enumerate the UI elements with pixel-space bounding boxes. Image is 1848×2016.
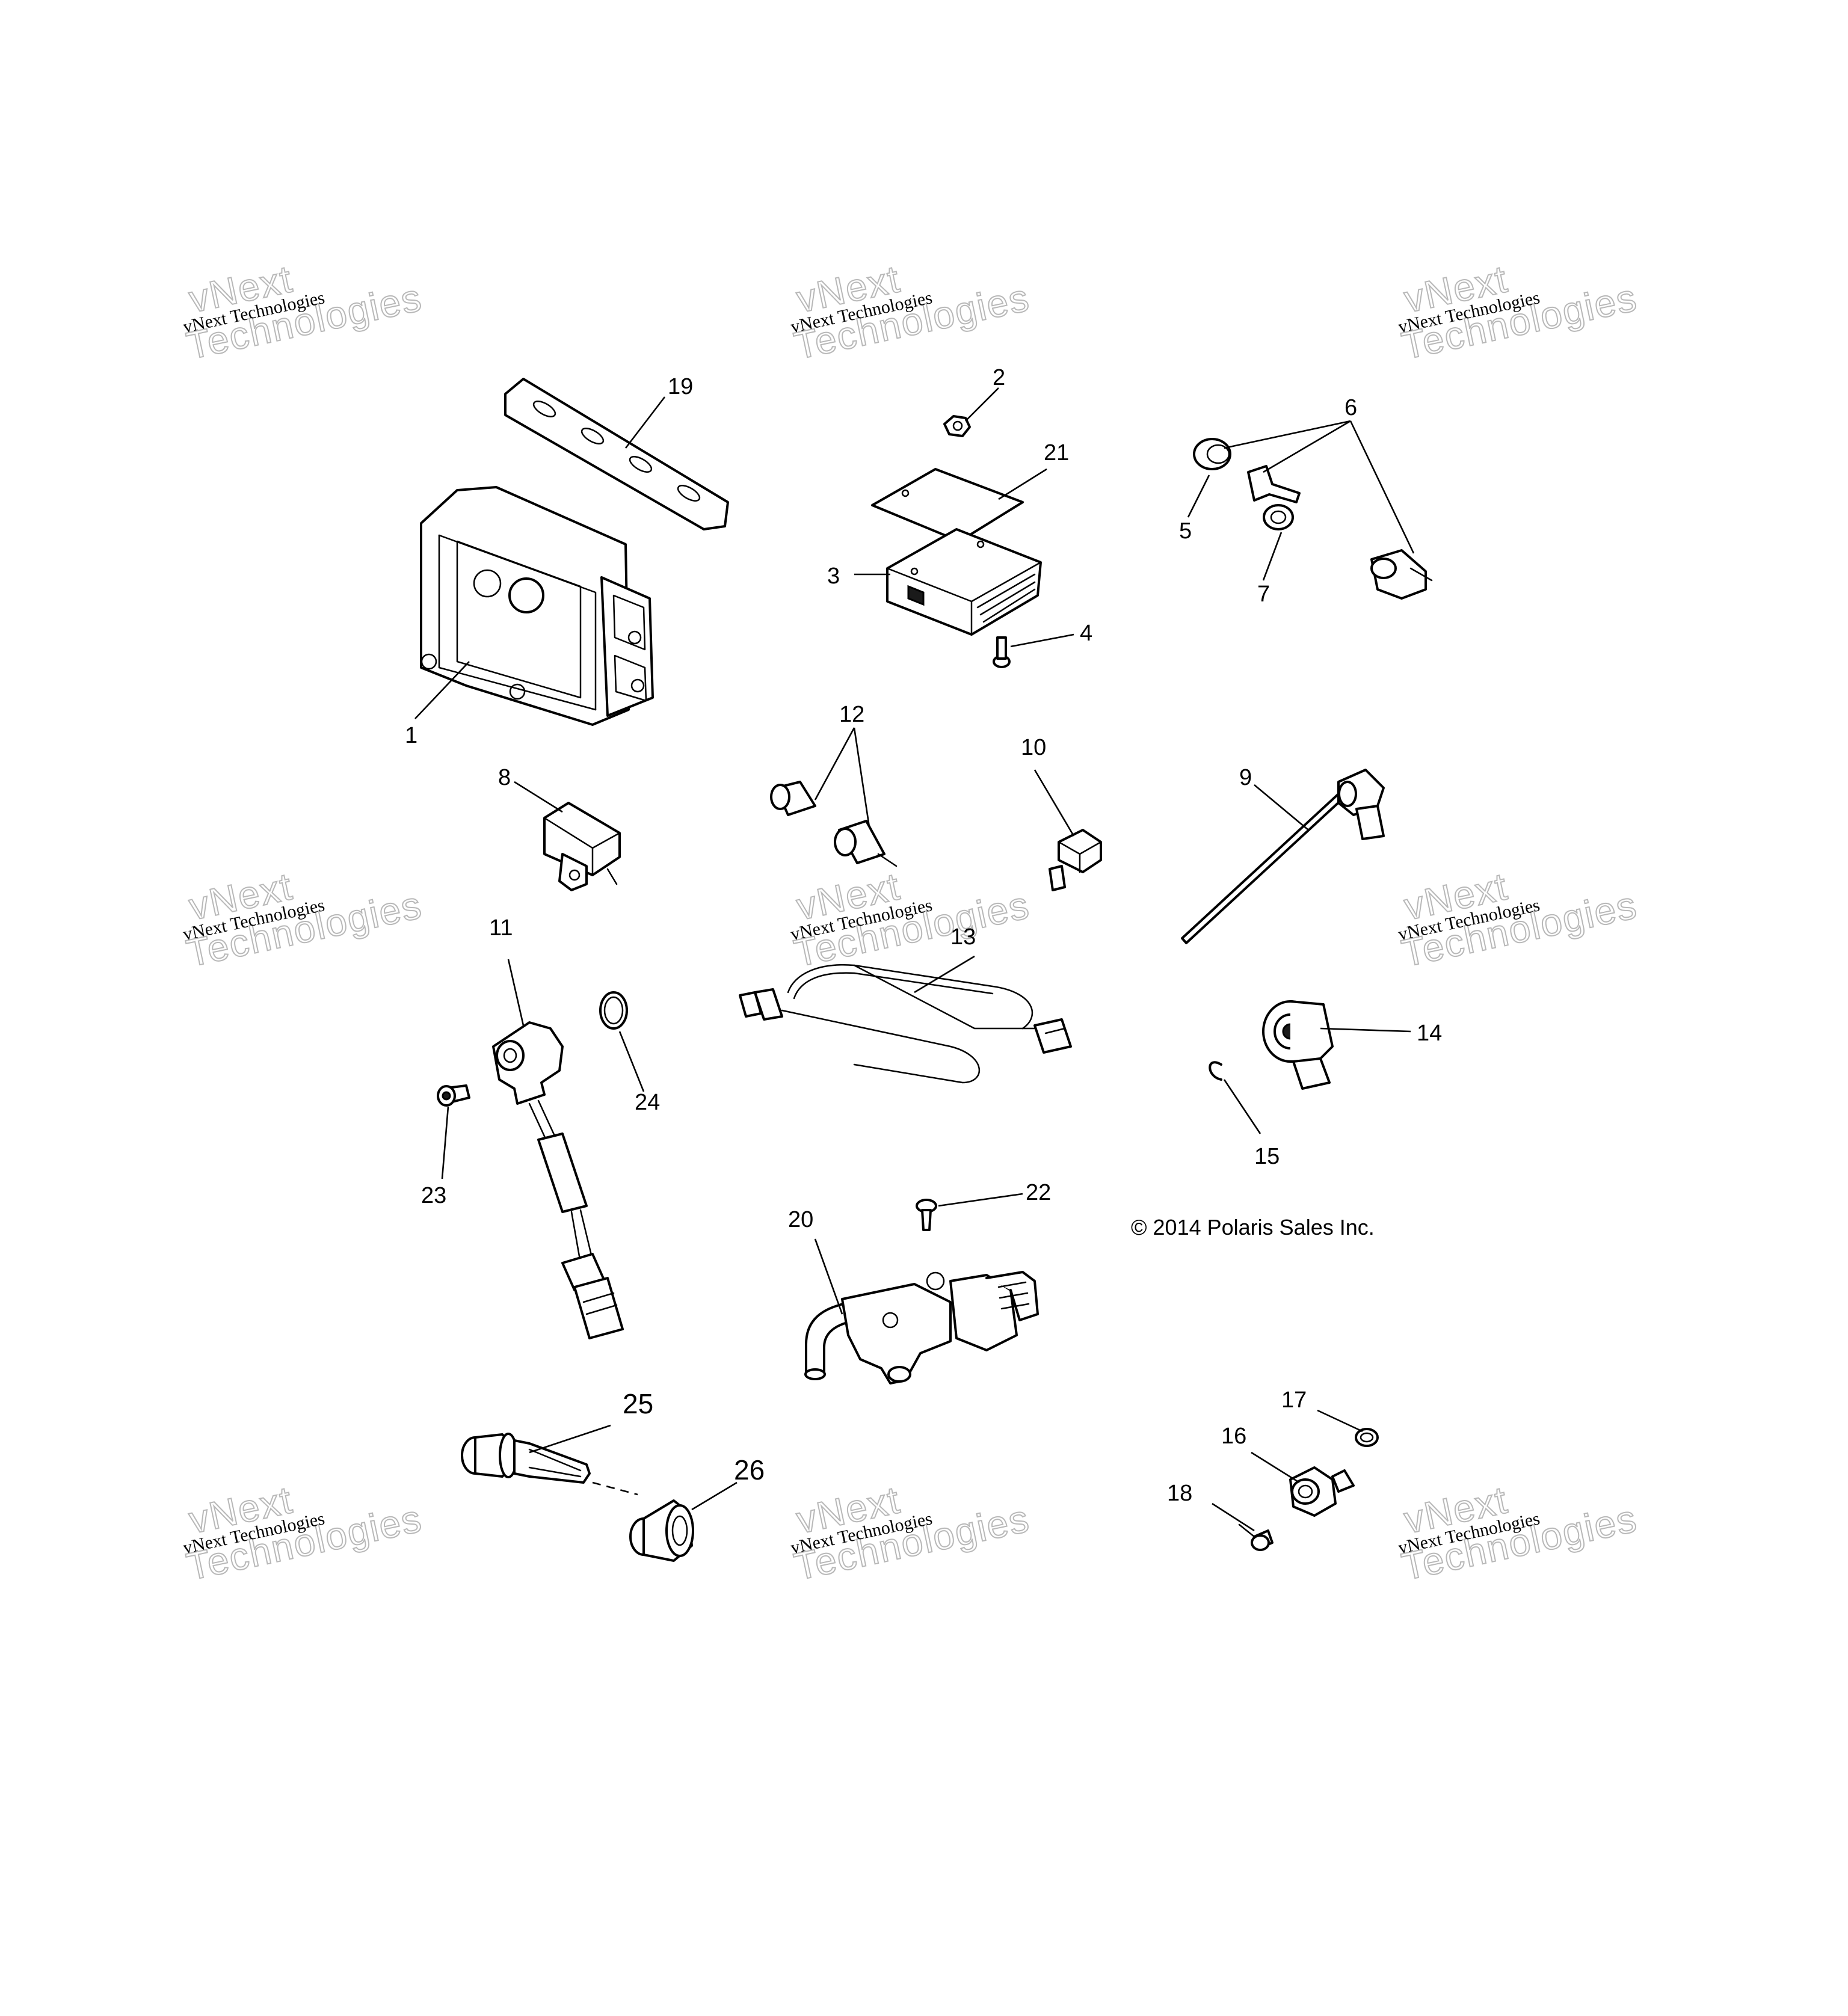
callout-4: 4	[1080, 621, 1092, 646]
part-9-cam-sensor	[1181, 769, 1385, 944]
part-15-clip	[1209, 1061, 1222, 1081]
callout-24: 24	[635, 1090, 660, 1115]
part-21-gasket	[871, 468, 1024, 542]
callout-12: 12	[839, 702, 864, 727]
part-25-dashed-axis	[592, 1481, 638, 1496]
watermarks: vNext Technologies vNext Technologies vN…	[181, 256, 1642, 1589]
part-10-temp-sensor	[1049, 829, 1102, 891]
callout-3: 3	[827, 564, 840, 589]
copyright-notice: © 2014 Polaris Sales Inc.	[1131, 1215, 1375, 1240]
callout-14: 14	[1417, 1021, 1442, 1046]
watermark-top-left: vNext Technologies vNext Technologies	[181, 256, 427, 368]
part-2-nut	[943, 415, 971, 437]
part-7-grommet	[1263, 504, 1294, 530]
part-11-sensor-harness	[492, 1021, 624, 1339]
callout-17: 17	[1281, 1388, 1307, 1413]
part-8-map-sensor	[543, 802, 621, 891]
part-6-clip	[1247, 465, 1301, 503]
watermark-top-center: vNext Technologies vNext Technologies	[789, 256, 1034, 368]
callout-22: 22	[1026, 1180, 1051, 1205]
watermark-bottom-center: vNext Technologies vNext Technologies	[789, 1477, 1034, 1589]
watermark-mid-left: vNext Technologies vNext Technologies	[181, 864, 427, 976]
part-24-o-ring	[599, 991, 628, 1030]
callout-13: 13	[950, 924, 976, 950]
callout-6: 6	[1344, 395, 1357, 420]
callout-18: 18	[1167, 1481, 1192, 1506]
part-23-bolt	[437, 1084, 470, 1107]
part-18-bolt	[1238, 1523, 1274, 1551]
callout-11: 11	[489, 915, 513, 941]
watermark-bottom-left: vNext Technologies vNext Technologies	[181, 1477, 427, 1589]
callout-5: 5	[1179, 518, 1192, 544]
callout-7: 7	[1257, 582, 1270, 607]
callout-9: 9	[1239, 765, 1252, 790]
callouts: 19 2 21 3 4 6 5 7 1 8 12 10 9 11 13 14 1…	[405, 365, 1442, 1506]
callout-20: 20	[788, 1207, 813, 1232]
watermark-mid-right: vNext Technologies vNext Technologies	[1396, 864, 1642, 976]
part-22-screw	[916, 1199, 937, 1231]
callout-19: 19	[668, 374, 693, 399]
callout-16: 16	[1221, 1424, 1246, 1449]
watermark-mid-center: vNext Technologies vNext Technologies	[789, 864, 1034, 976]
callout-8: 8	[498, 765, 511, 790]
part-25-sensor	[461, 1433, 591, 1484]
callout-26: 26	[734, 1454, 765, 1486]
part-16-sensor	[1289, 1466, 1355, 1517]
part-14-knock-sensor	[1262, 1000, 1334, 1090]
callout-21: 21	[1044, 440, 1069, 466]
callout-1: 1	[405, 723, 417, 748]
part-4-screw	[993, 636, 1011, 668]
part-6-sensor	[1370, 549, 1433, 600]
part-5-cap	[1193, 438, 1231, 470]
part-17-o-ring	[1355, 1428, 1379, 1447]
leader-lines	[414, 387, 1415, 1532]
part-26-grommet	[629, 1499, 694, 1562]
watermark-bottom-right: vNext Technologies vNext Technologies	[1396, 1477, 1642, 1589]
part-20-valve	[804, 1271, 1039, 1384]
callout-25: 25	[623, 1388, 653, 1419]
part-13-harness	[739, 964, 1072, 1084]
callout-23: 23	[421, 1183, 446, 1208]
watermark-top-right: vNext Technologies vNext Technologies	[1396, 256, 1642, 368]
callout-2: 2	[993, 365, 1005, 390]
callout-15: 15	[1254, 1144, 1280, 1169]
part-1-ecu	[420, 486, 654, 726]
part-12-fuses	[770, 781, 898, 867]
part-19-bracket	[504, 378, 729, 530]
part-3-module	[886, 528, 1042, 636]
callout-10: 10	[1021, 735, 1046, 760]
